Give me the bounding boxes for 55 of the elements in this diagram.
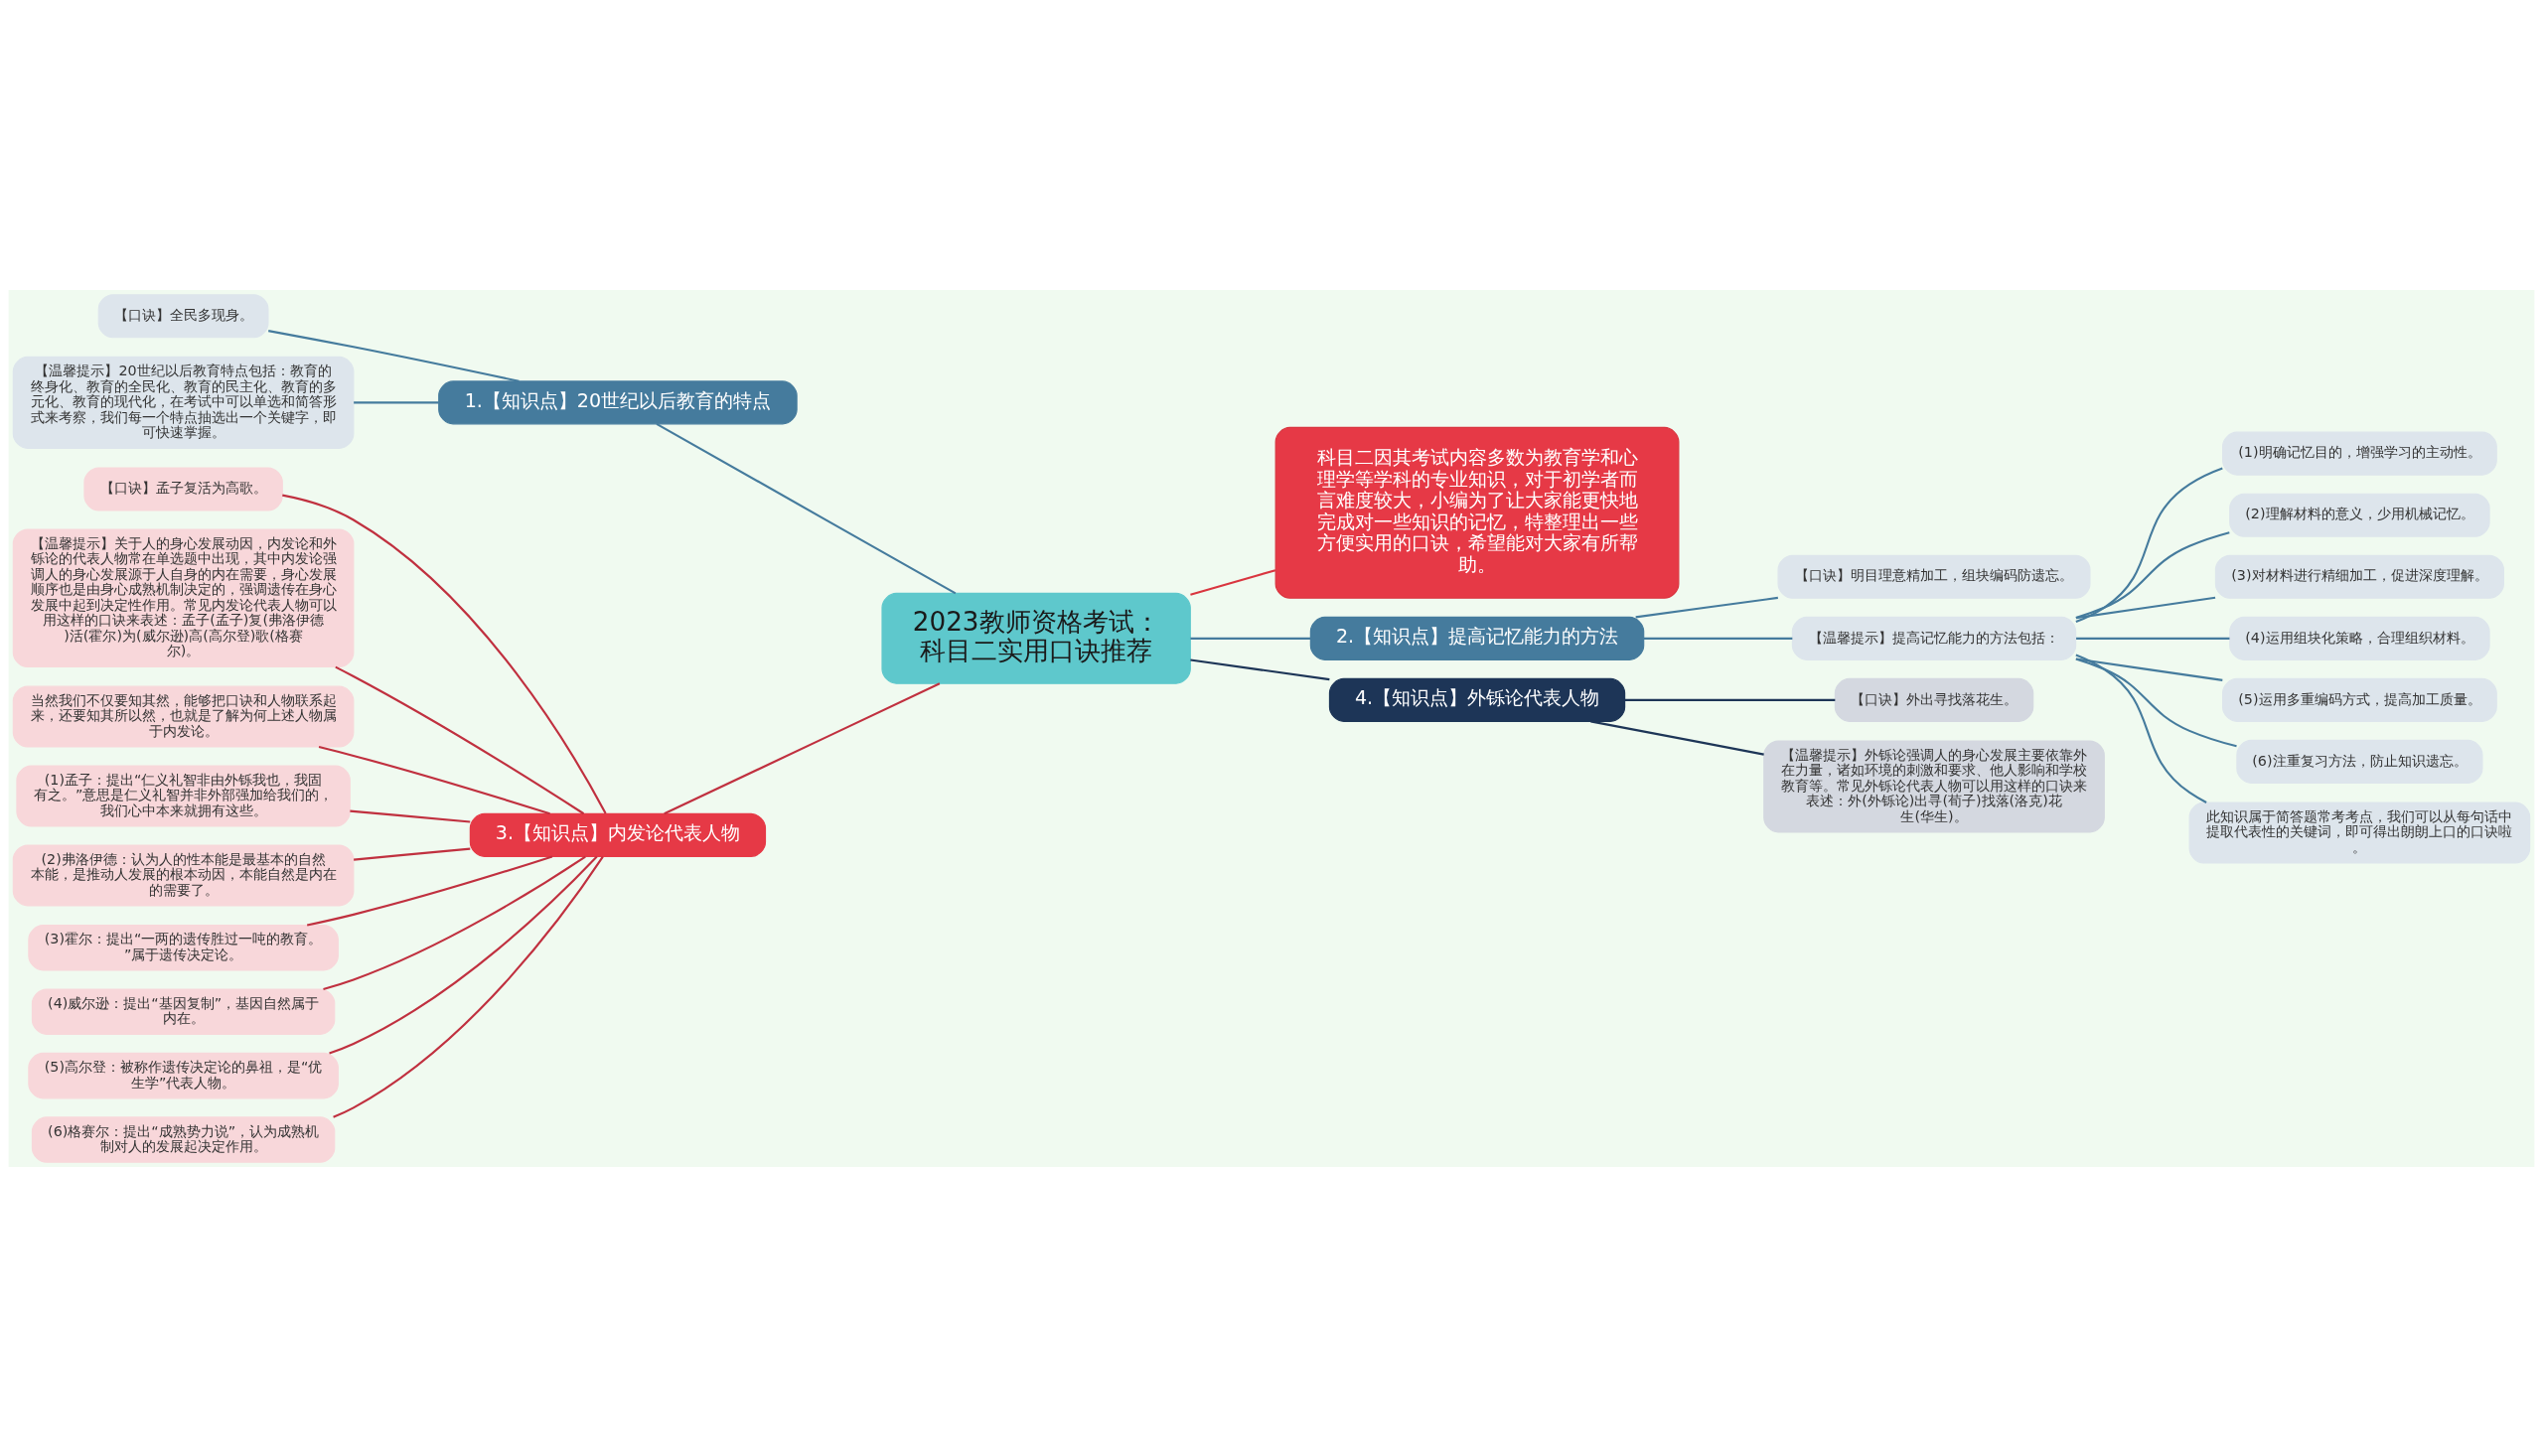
connector [1190, 657, 1330, 680]
connector [2075, 530, 2230, 619]
node-box: (3)霍尔：提出“一两的遗传胜过一吨的教育。”属于遗传决定论。 [28, 924, 339, 970]
connector [350, 809, 471, 823]
connector [664, 681, 941, 814]
node-box: 2.【知识点】提高记忆能力的方法 [1309, 616, 1645, 660]
node-box: 2023教师资格考试：科目二实用口诀推荐 [881, 592, 1191, 684]
connector [1635, 596, 1778, 618]
node-box: (3)对材料进行精细加工，促进深度理解。 [2214, 554, 2504, 599]
node-box: 【温馨提示】关于人的身心发展动因，内发论和外铄论的代表人物常在单选题中出现，其中内发论强调人的身心发展源于人自身的内在需要，身心发展顺序也是由身心成熟机制决定的，强调遗传在身心发展中起到决定性作用。常见内发论代表人物可以用这样的口诀来表述：孟子(孟子)复(弗洛伊德)活(霍尔)为(威尔逊)高(高尔登)歌(格赛尔)。 [12, 527, 355, 667]
node-box: (5)运用多重编码方式，提高加工质量。 [2222, 677, 2497, 722]
connector [2076, 637, 2230, 640]
node-box: 当然我们不仅要知其然，能够把口诀和人物联系起来，还要知其所以然，也就是了解为何上述人物属于内发论。 [12, 685, 355, 748]
connector [2075, 596, 2216, 619]
node-box: 3.【知识点】内发论代表人物 [469, 812, 767, 857]
connector [335, 665, 585, 814]
node-box: (2)理解材料的意义，少用机械记忆。 [2229, 493, 2490, 537]
connector [2075, 467, 2223, 623]
connector [2075, 654, 2207, 803]
connector [268, 329, 520, 382]
node-box: 【温馨提示】20世纪以后教育特点包括：教育的终身化、教育的全民化、教育的民主化、教育的多元化、教育的现代化，在考试中可以单选和简答形式来考察，我们每一个特点抽选出一个关键字，即可快速掌握。 [12, 356, 355, 449]
connector [354, 847, 471, 861]
node-box: (4)运用组块化策略，合理组织材料。 [2229, 616, 2490, 660]
connector [354, 400, 439, 403]
node-box: (1)孟子：提出“仁义礼智非由外铄我也，我固有之。”意思是仁义礼智并非外部强加给我们的，我们心中本来就拥有这些。 [16, 765, 351, 827]
node-box: (4)威尔逊：提出“基因复制”，基因自然属于内在。 [31, 987, 336, 1035]
connector [318, 745, 550, 814]
node-box: 【口诀】明目理意精加工，组块编码防遗忘。 [1777, 554, 2091, 599]
connector [1190, 568, 1276, 596]
node-box: (6)格赛尔：提出“成熟势力说”，认为成熟机制对人的发展起决定作用。 [31, 1115, 336, 1163]
node-box: 4.【知识点】外铄论代表人物 [1328, 677, 1626, 722]
node-box: 【口诀】全民多现身。 [97, 293, 269, 338]
connector [1643, 637, 1793, 640]
connector [333, 855, 604, 1118]
node-box: (2)弗洛伊德：认为人的性本能是最基本的自然本能，是推动人发展的根本动因，本能自然是内在的需要了。 [12, 843, 355, 906]
connector [1190, 637, 1311, 640]
node-box: 1.【知识点】20世纪以后教育的特点 [438, 379, 798, 424]
node-box: (1)明确记忆目的，增强学习的主动性。 [2222, 431, 2497, 476]
node-box: 【温馨提示】提高记忆能力的方法包括： [1791, 616, 2077, 660]
connector [656, 422, 957, 594]
connector [1590, 719, 1764, 756]
node-box: 此知识属于简答题常考考点，我们可以从每句话中提取代表性的关键词，即可得出朗朗上口的口诀啦。 [2188, 801, 2531, 864]
connector [323, 855, 586, 990]
node-box: 【温馨提示】外铄论强调人的身心发展主要依靠外在力量，诸如环境的刺激和要求、他人影响和学校教育等。常见外铄论代表人物可以用这样的口诀来表述：外(外铄论)出寻(荀子)找落(洛克)花生(华生)。 [1763, 739, 2105, 832]
connector [329, 855, 598, 1054]
node-box: 【口诀】孟子复活为高歌。 [83, 466, 283, 511]
connector [1624, 698, 1836, 701]
node-box: (6)注重复习方法，防止知识遗忘。 [2236, 739, 2483, 784]
connector [306, 854, 553, 927]
node-box: 【口诀】外出寻找落花生。 [1834, 677, 2034, 722]
connector [2075, 656, 2223, 681]
node-box: 科目二因其考试内容多数为教育学和心理学等学科的专业知识，对于初学者而言难度较大，小编为了让大家能更快地完成对一些知识的记忆，特整理出一些方便实用的口诀，希望能对大家有所帮助。 [1274, 426, 1680, 599]
node-box: (5)高尔登：被称作遗传决定论的鼻祖，是“优生学”代表人物。 [28, 1052, 339, 1098]
connector [2075, 657, 2237, 747]
connector [282, 494, 607, 814]
